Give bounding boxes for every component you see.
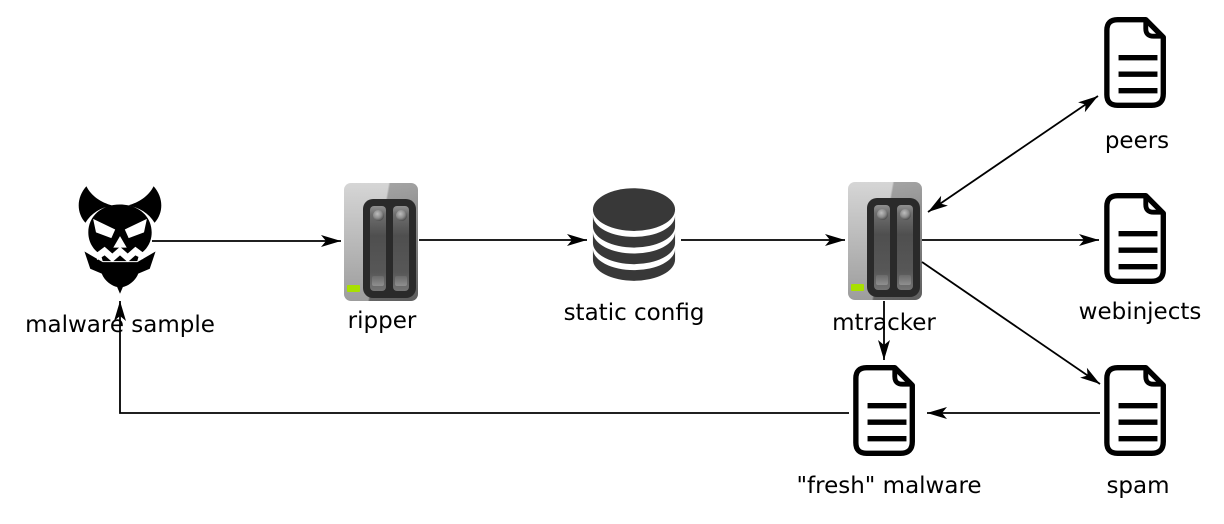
skull-icon bbox=[78, 186, 162, 294]
node-static-config bbox=[590, 187, 678, 286]
document-icon bbox=[1104, 365, 1166, 457]
server-icon bbox=[867, 198, 920, 297]
edge-mtracker-to-peers bbox=[927, 95, 1099, 213]
database-icon bbox=[592, 188, 676, 281]
node-fresh-malware bbox=[851, 363, 923, 459]
node-mtracker bbox=[848, 182, 922, 300]
node-label-mtracker: mtracker bbox=[832, 310, 936, 336]
drive-bay bbox=[370, 206, 386, 291]
node-label-spam: spam bbox=[1106, 473, 1170, 499]
node-label-malware-sample: malware sample bbox=[25, 312, 215, 338]
node-label-fresh-malware: "fresh" malware bbox=[796, 473, 982, 499]
node-peers bbox=[1102, 15, 1174, 111]
document-icon bbox=[853, 365, 915, 457]
node-label-ripper: ripper bbox=[347, 308, 417, 334]
document-icon bbox=[1104, 193, 1166, 284]
drive-bay bbox=[874, 205, 890, 290]
server-icon bbox=[363, 199, 416, 298]
led-indicator bbox=[347, 285, 360, 292]
node-webinjects bbox=[1102, 191, 1174, 287]
drive-bay bbox=[393, 206, 409, 291]
edge-fresh-malware-to-malware-sample bbox=[114, 301, 849, 414]
node-spam bbox=[1102, 363, 1174, 459]
node-ripper bbox=[344, 183, 418, 301]
node-label-peers: peers bbox=[1104, 128, 1170, 154]
document-icon bbox=[1104, 17, 1166, 108]
node-label-static-config: static config bbox=[563, 300, 705, 326]
node-malware-sample bbox=[72, 180, 168, 304]
node-label-webinjects: webinjects bbox=[1078, 299, 1202, 325]
edge-mtracker-to-spam bbox=[921, 261, 1101, 385]
led-indicator bbox=[851, 284, 864, 291]
drive-bay bbox=[897, 205, 913, 290]
